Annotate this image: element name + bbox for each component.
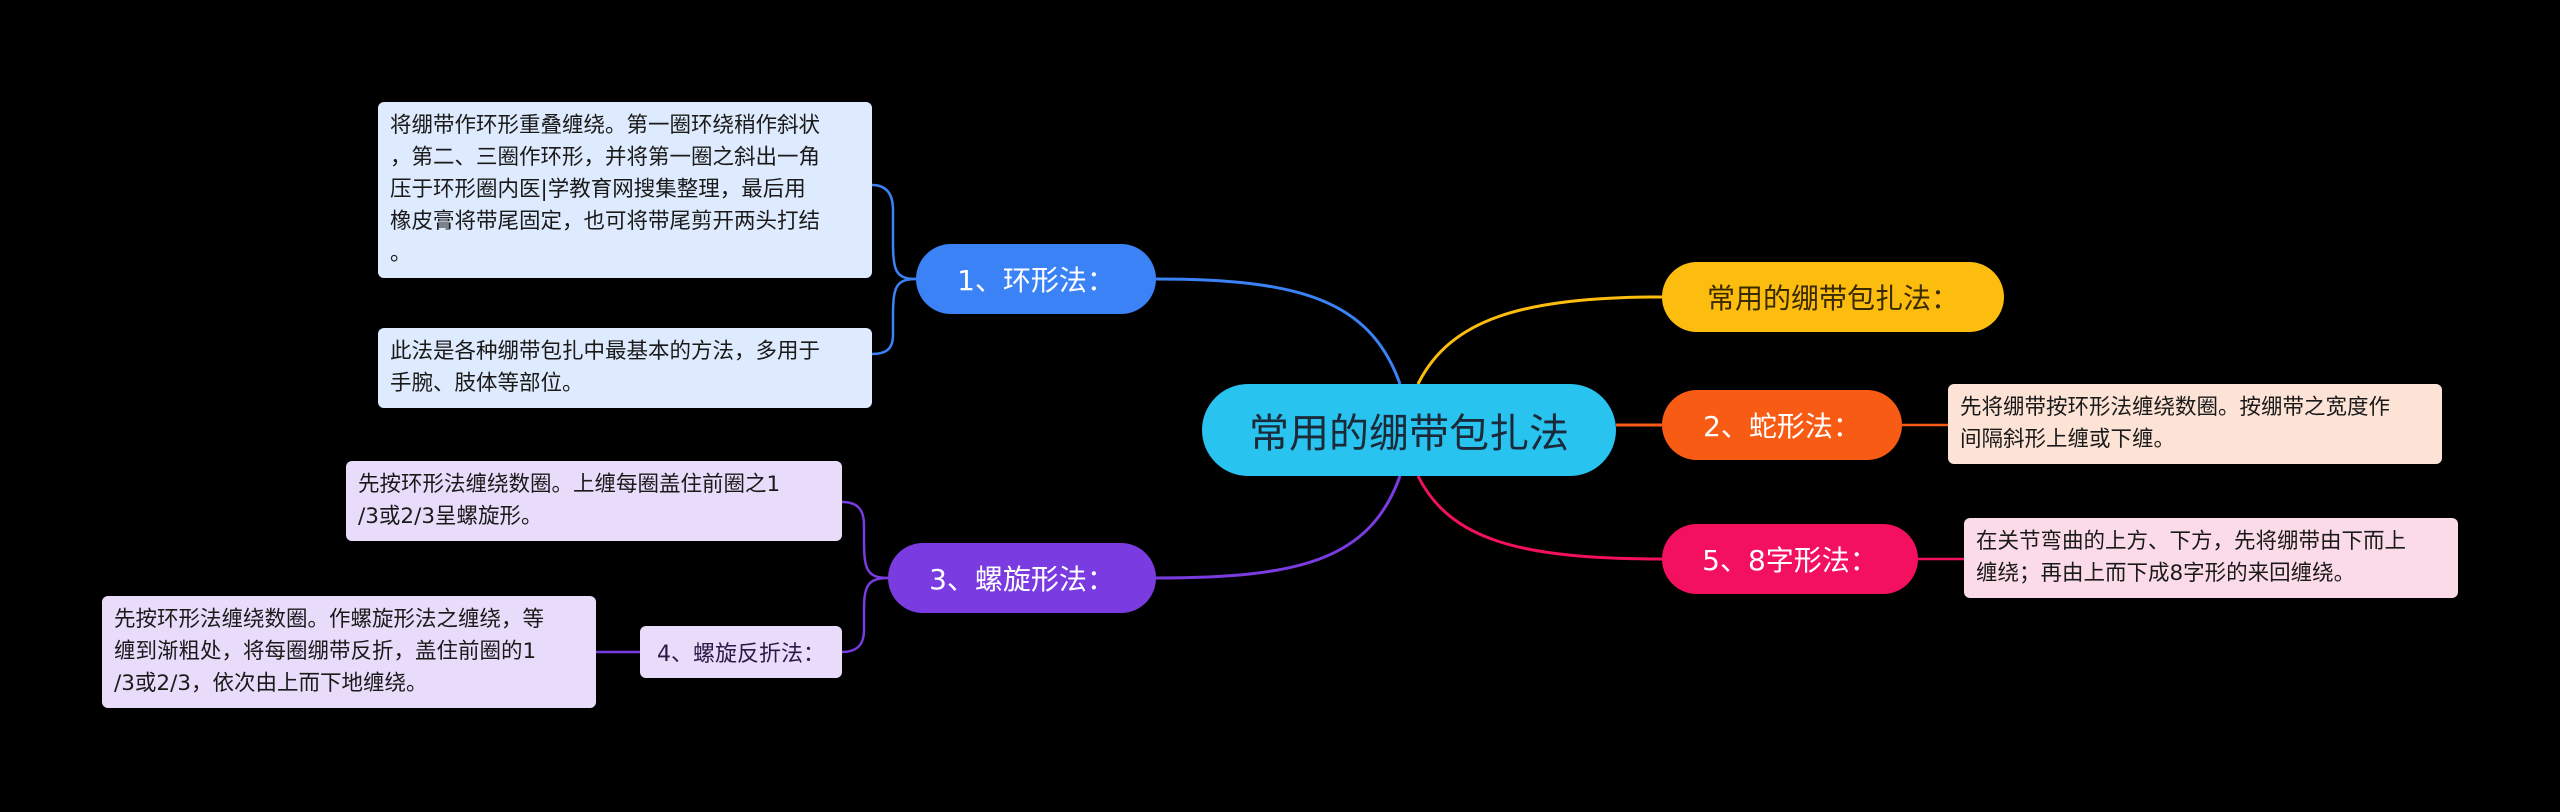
branch-shexing[interactable]: 2、蛇形法：: [1662, 390, 1902, 460]
branch-luoxuan[interactable]: 3、螺旋形法：: [888, 543, 1156, 613]
branch-8zi[interactable]: 5、8字形法：: [1662, 524, 1918, 594]
root-topic[interactable]: 常用的绷带包扎法: [1202, 384, 1616, 476]
note-shexing[interactable]: 先将绷带按环形法缠绕数圈。按绷带之宽度作 间隔斜形上缠或下缠。: [1948, 384, 2442, 464]
note-huanxing-2[interactable]: 此法是各种绷带包扎中最基本的方法，多用于 手腕、肢体等部位。: [378, 328, 872, 408]
link-root-title: [1416, 295, 1663, 385]
link-luoxuan-note1: [841, 500, 889, 580]
link-luoxuan-sub: [841, 576, 889, 654]
note-luoxuan-fanzhe[interactable]: 先按环形法缠绕数圈。作螺旋形法之缠绕，等 缠到渐粗处，将每圈绷带反折，盖住前圈的…: [102, 596, 596, 708]
subtopic-luoxuan-fanzhe[interactable]: 4、螺旋反折法：: [640, 626, 842, 678]
link-root-8zi: [1416, 475, 1663, 561]
note-luoxuan[interactable]: 先按环形法缠绕数圈。上缠每圈盖住前圈之1 /3或2/3呈螺旋形。: [346, 461, 842, 541]
branch-title[interactable]: 常用的绷带包扎法：: [1662, 262, 2004, 332]
link-huanxing-note2: [871, 277, 917, 356]
link-huanxing-note1: [871, 183, 917, 281]
note-huanxing-1[interactable]: 将绷带作环形重叠缠绕。第一圈环绕稍作斜状 ，第二、三圈作环形，并将第一圈之斜出一…: [378, 102, 872, 278]
link-root-luoxuan: [1155, 475, 1402, 580]
link-root-huanxing: [1155, 277, 1402, 385]
note-8zi[interactable]: 在关节弯曲的上方、下方，先将绷带由下而上 缠绕；再由上而下成8字形的来回缠绕。: [1964, 518, 2458, 598]
branch-huanxing[interactable]: 1、环形法：: [916, 244, 1156, 314]
